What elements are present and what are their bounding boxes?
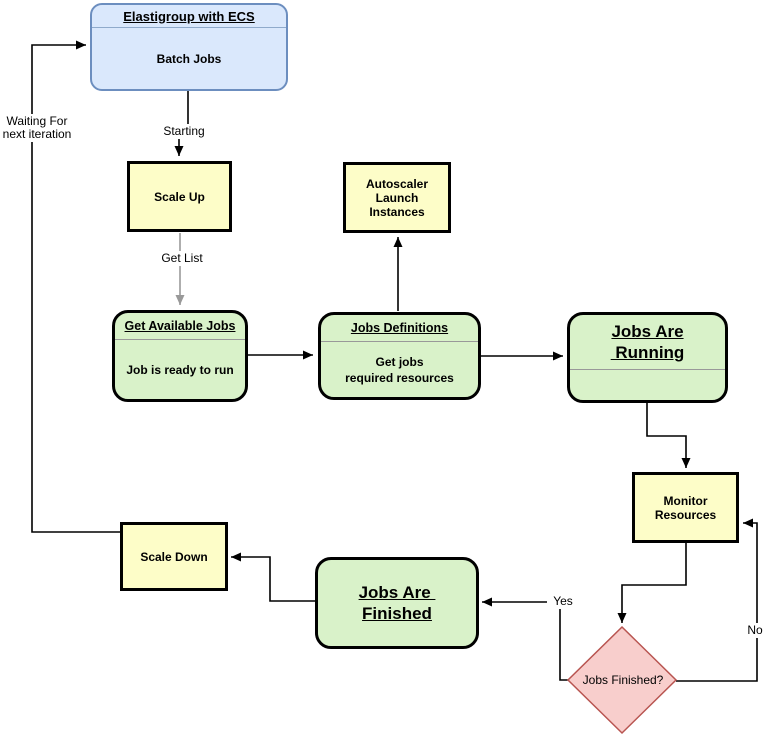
- node-get-available-jobs: Get Available Jobs Job is ready to run: [112, 310, 248, 402]
- edge-monitor-to-decision: [617, 543, 687, 623]
- node-jobs-are-running-empty-section: [570, 369, 725, 400]
- edge-finished-to-scaledown: [231, 552, 315, 602]
- node-batch-jobs: Elastigroup with ECS Batch Jobs: [90, 3, 288, 91]
- node-batch-jobs-header: Elastigroup with ECS: [92, 5, 286, 28]
- node-scale-down-label: Scale Down: [140, 549, 208, 564]
- edge-waiting-loop: [31, 40, 120, 533]
- node-get-available-jobs-header: Get Available Jobs: [115, 313, 245, 340]
- node-jobs-are-finished-text: Jobs Are Finished: [318, 560, 476, 646]
- node-batch-jobs-body: Batch Jobs: [156, 51, 222, 66]
- edge-running-to-monitor: [646, 403, 691, 468]
- node-jobs-are-finished: Jobs Are Finished: [315, 557, 479, 649]
- edge-label-waiting-line2: next iteration: [2, 127, 72, 141]
- node-jobs-definitions-body-line1: Get jobs: [375, 354, 424, 369]
- node-jobs-definitions: Jobs Definitions Get jobs required resou…: [318, 312, 481, 400]
- node-jobs-are-finished-line2: Finished: [362, 604, 432, 623]
- edge-decision-yes: [482, 597, 568, 681]
- node-autoscaler-line2: Launch: [375, 190, 419, 205]
- node-monitor-resources-line2: Resources: [654, 507, 717, 522]
- node-jobs-are-running-text: Jobs Are Running: [570, 315, 725, 369]
- edge-label-starting: Starting: [156, 124, 212, 139]
- node-scale-down: Scale Down: [120, 522, 228, 591]
- edge-label-no: No: [742, 623, 766, 638]
- node-jobs-definitions-header: Jobs Definitions: [321, 315, 478, 342]
- node-get-available-jobs-body: Job is ready to run: [126, 362, 234, 377]
- node-jobs-are-finished-line1: Jobs Are: [358, 583, 436, 602]
- edge-label-waiting: Waiting For next iteration: [0, 114, 76, 142]
- edge-decision-no: [676, 518, 758, 682]
- node-jobs-are-running-line1: Jobs Are: [611, 322, 684, 341]
- edge-label-get-list: Get List: [153, 251, 211, 266]
- decision-jobs-finished-label: Jobs Finished?: [582, 673, 664, 687]
- node-autoscaler-line3: Instances: [369, 204, 425, 219]
- node-jobs-are-running-line2: Running: [610, 343, 685, 362]
- node-autoscaler-line1: Autoscaler: [365, 176, 429, 191]
- node-jobs-definitions-body: Get jobs required resources: [321, 342, 478, 397]
- edge-label-waiting-line1: Waiting For: [6, 114, 68, 128]
- node-autoscaler: Autoscaler Launch Instances: [343, 162, 451, 233]
- node-jobs-definitions-body-line2: required resources: [345, 370, 454, 385]
- node-monitor-resources: Monitor Resources: [632, 472, 739, 543]
- node-jobs-are-running: Jobs Are Running: [567, 312, 728, 403]
- edge-label-yes: Yes: [547, 594, 579, 609]
- node-scale-up: Scale Up: [127, 161, 232, 232]
- node-monitor-resources-line1: Monitor: [663, 493, 708, 508]
- node-scale-up-label: Scale Up: [154, 189, 205, 204]
- decision-jobs-finished-shape: [566, 625, 678, 735]
